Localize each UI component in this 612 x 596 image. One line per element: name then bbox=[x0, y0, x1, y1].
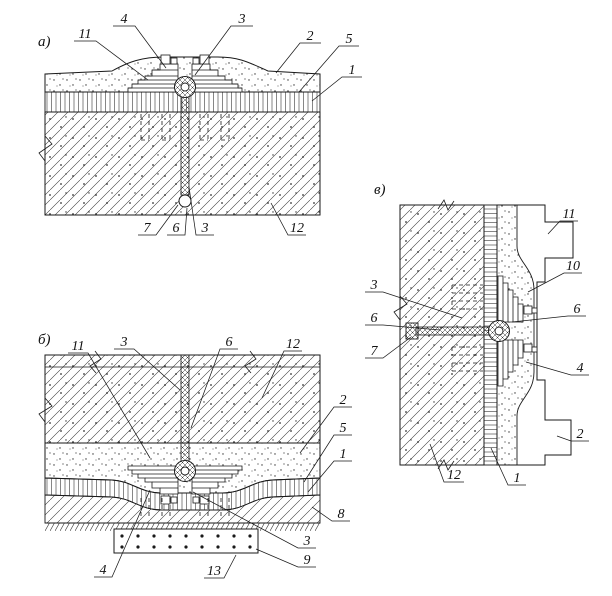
callout-v-right-6: 6 bbox=[574, 302, 581, 317]
callout-b-bottom-3: 3 bbox=[303, 534, 311, 549]
callout-a-right-5: 5 bbox=[346, 32, 353, 47]
callout-v-bottom-1: 1 bbox=[514, 471, 521, 486]
callout-v-left-3: 3 bbox=[370, 278, 378, 293]
anchor-dashes-a bbox=[140, 114, 230, 141]
clamp-stack-upper-v bbox=[497, 275, 538, 323]
clamp-stack-right-a bbox=[191, 54, 243, 93]
mortar-mound-a bbox=[44, 56, 321, 93]
clamp-stack-left-a bbox=[127, 54, 179, 93]
bulb-core-b bbox=[180, 466, 190, 476]
joint-filler-strip-v bbox=[415, 326, 493, 336]
waterstop-bulb-b bbox=[174, 460, 196, 482]
anchor-dashes-b bbox=[140, 498, 230, 518]
callout-v-right-4: 4 bbox=[577, 361, 584, 376]
callout-a-bottom-12: 12 bbox=[290, 221, 304, 236]
bulb-core-v bbox=[494, 326, 504, 336]
view-b: б) 11 3 6 12 2 5 1 8 3 9 13 4 bbox=[38, 332, 352, 579]
callout-b-bottom-13: 13 bbox=[207, 564, 221, 579]
callout-b-right-5: 5 bbox=[340, 421, 347, 436]
joint-end-block-v bbox=[405, 322, 419, 340]
callout-v-right-11: 11 bbox=[563, 207, 576, 222]
clamp-stack-right-b bbox=[191, 465, 243, 505]
joint-filler-strip-a bbox=[180, 95, 190, 196]
view-a: а) 4 3 11 2 5 1 7 6 3 12 bbox=[38, 12, 362, 236]
callout-a-top-3: 3 bbox=[238, 12, 246, 27]
callout-leaders-b bbox=[68, 348, 352, 579]
callout-a-right-2: 2 bbox=[307, 29, 314, 44]
callout-v-right-2: 2 bbox=[577, 427, 584, 442]
callout-b-right-1: 1 bbox=[340, 447, 347, 462]
callout-b-right-8: 8 bbox=[338, 507, 345, 522]
anchor-dashes-v bbox=[451, 284, 483, 372]
callout-v-left-7: 7 bbox=[371, 344, 379, 359]
view-a-label: а) bbox=[38, 34, 51, 50]
callout-b-top-12: 12 bbox=[286, 337, 300, 352]
waterstop-bulb-v bbox=[488, 320, 510, 342]
mortar-layer-v bbox=[496, 204, 535, 466]
callout-b-bottom-4: 4 bbox=[100, 563, 107, 578]
bulb-core-a bbox=[180, 82, 190, 92]
callout-a-bottom-6: 6 bbox=[173, 221, 180, 236]
joint-filler-strip-b bbox=[180, 354, 190, 462]
break-marks-v bbox=[393, 199, 455, 471]
callout-b-top-11: 11 bbox=[72, 339, 85, 354]
clamp-stack-left-b bbox=[127, 465, 179, 505]
callout-v-bottom-12: 12 bbox=[447, 468, 461, 483]
callout-a-bottom-3: 3 bbox=[201, 221, 209, 236]
callout-b-bottom-9: 9 bbox=[304, 553, 311, 568]
callout-a-left-11: 11 bbox=[79, 27, 92, 42]
callout-leaders-a bbox=[74, 25, 362, 236]
drain-tube-a bbox=[178, 194, 192, 208]
callout-a-bottom-7: 7 bbox=[144, 221, 152, 236]
ground-hatch-b bbox=[45, 523, 320, 531]
waterstop-bulb-a bbox=[174, 76, 196, 98]
foundation-beam-b bbox=[113, 528, 259, 554]
callout-a-top-4: 4 bbox=[121, 12, 128, 27]
callout-b-top-3: 3 bbox=[120, 335, 128, 350]
break-marks-b bbox=[38, 350, 257, 423]
callout-b-right-2: 2 bbox=[340, 393, 347, 408]
callout-leaders-v bbox=[365, 220, 589, 486]
view-v: в) 11 10 6 4 2 3 6 7 12 1 bbox=[365, 182, 589, 486]
base-concrete-b bbox=[44, 494, 321, 524]
callout-v-left-6: 6 bbox=[371, 311, 378, 326]
view-b-label: б) bbox=[38, 332, 51, 348]
rebar-dots-b bbox=[120, 534, 252, 549]
callout-a-right-1: 1 bbox=[349, 63, 356, 78]
callout-b-top-6: 6 bbox=[226, 335, 233, 350]
break-mark-a bbox=[38, 135, 53, 162]
callout-v-right-10: 10 bbox=[566, 259, 580, 274]
clamp-stack-lower-v bbox=[497, 339, 538, 387]
view-v-label: в) bbox=[374, 182, 386, 198]
